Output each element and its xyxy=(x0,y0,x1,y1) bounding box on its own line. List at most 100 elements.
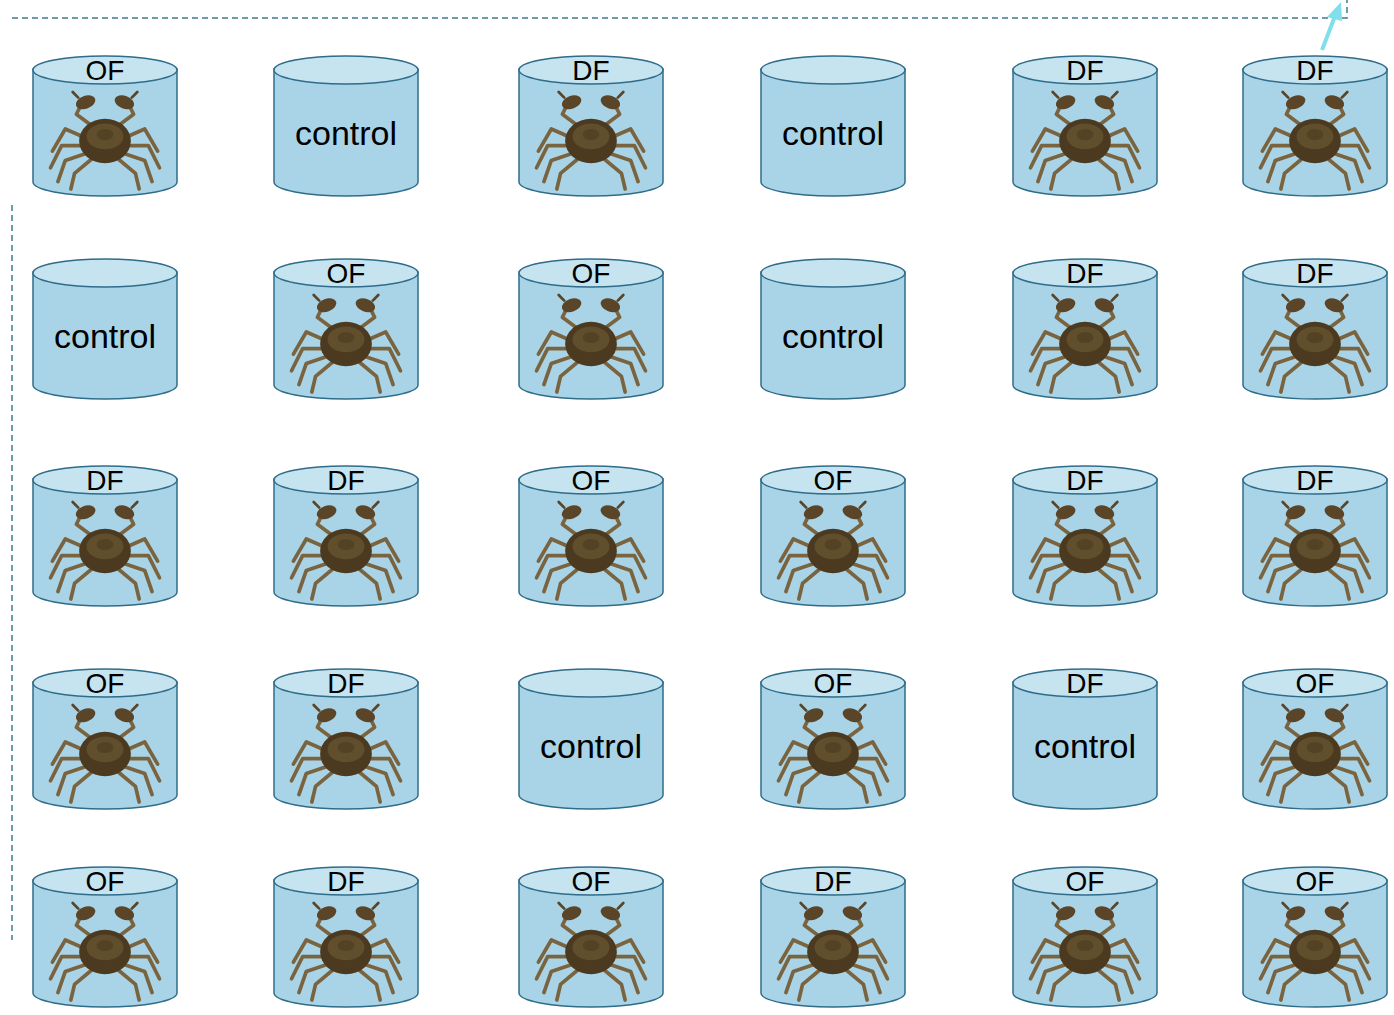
tank-label: DF xyxy=(1242,466,1388,496)
tank-label: OF xyxy=(760,466,906,496)
cylinder-body xyxy=(1013,69,1157,196)
tank-label: DF xyxy=(1012,259,1158,289)
tank-label: OF xyxy=(32,669,178,699)
cylinder-top xyxy=(761,56,905,84)
cylinder-body xyxy=(1013,682,1157,809)
cylinder-tank: OF xyxy=(32,55,178,197)
cylinder-tank: OF xyxy=(32,668,178,810)
tank-label: DF xyxy=(760,867,906,897)
cylinder-tank: control xyxy=(273,55,419,197)
cylinder-top xyxy=(33,259,177,287)
cylinder-tank: OF xyxy=(760,668,906,810)
cylinder-tank: OF xyxy=(273,258,419,400)
cylinder-tank: DF control xyxy=(1012,668,1158,810)
cylinder-body xyxy=(274,272,418,399)
tank-label: DF xyxy=(1242,259,1388,289)
tank-caption: control xyxy=(760,316,906,356)
dashed-frame xyxy=(12,0,1347,940)
pointer-arrow xyxy=(1322,2,1342,50)
cylinder-body xyxy=(1243,69,1387,196)
cylinder-body xyxy=(274,880,418,1007)
cylinder-body xyxy=(1013,479,1157,606)
cylinder-tank: DF xyxy=(518,55,664,197)
tank-label: OF xyxy=(273,259,419,289)
cylinder-tank: control xyxy=(518,668,664,810)
cylinder-body xyxy=(761,272,905,399)
tank-label: DF xyxy=(32,466,178,496)
cylinder-tank: OF xyxy=(518,465,664,607)
cylinder-tank: OF xyxy=(1012,866,1158,1008)
tank-label: DF xyxy=(1012,56,1158,86)
cylinder-tank: control xyxy=(760,55,906,197)
cylinder-tank: OF xyxy=(518,866,664,1008)
cylinder-body xyxy=(1243,880,1387,1007)
cylinder-tank: OF xyxy=(518,258,664,400)
cylinder-body xyxy=(761,682,905,809)
cylinder-tank: DF xyxy=(1242,465,1388,607)
cylinder-tank: control xyxy=(760,258,906,400)
cylinder-body xyxy=(519,479,663,606)
cylinder-body xyxy=(761,479,905,606)
tank-caption: control xyxy=(1012,726,1158,766)
cylinder-body xyxy=(1243,479,1387,606)
cylinder-body xyxy=(274,69,418,196)
cylinder-tank: DF xyxy=(1242,258,1388,400)
cylinder-tank: DF xyxy=(32,465,178,607)
tank-label: DF xyxy=(1242,56,1388,86)
tank-caption: control xyxy=(32,316,178,356)
cylinder-body xyxy=(519,880,663,1007)
cylinder-tank: DF xyxy=(1012,55,1158,197)
tank-label: OF xyxy=(518,466,664,496)
tank-label: OF xyxy=(760,669,906,699)
cylinder-tank: DF xyxy=(760,866,906,1008)
cylinder-tank: DF xyxy=(273,465,419,607)
tank-label: OF xyxy=(518,259,664,289)
cylinder-top xyxy=(519,669,663,697)
cylinder-body xyxy=(519,69,663,196)
cylinder-body xyxy=(1243,682,1387,809)
tank-label: OF xyxy=(32,867,178,897)
crabs xyxy=(51,92,1370,1000)
cylinder-body xyxy=(519,682,663,809)
tank-caption: control xyxy=(518,726,664,766)
cylinder-tank: OF xyxy=(1242,866,1388,1008)
cylinder-top xyxy=(274,56,418,84)
tank-label: DF xyxy=(1012,669,1158,699)
cylinder-tank: DF xyxy=(273,668,419,810)
tank-label: OF xyxy=(32,56,178,86)
cylinder-body xyxy=(1013,880,1157,1007)
cylinder-tank: OF xyxy=(32,866,178,1008)
tank-label: OF xyxy=(1242,669,1388,699)
cylinder-top xyxy=(761,259,905,287)
cylinder-tank: OF xyxy=(1242,668,1388,810)
cylinder-body xyxy=(33,682,177,809)
tank-caption: control xyxy=(273,113,419,153)
tank-label: DF xyxy=(273,466,419,496)
tank-label: DF xyxy=(518,56,664,86)
tank-label: DF xyxy=(273,867,419,897)
cylinder-body xyxy=(33,880,177,1007)
cylinder-body xyxy=(274,682,418,809)
tank-label: DF xyxy=(273,669,419,699)
cylinder-body xyxy=(1243,272,1387,399)
tank-label: DF xyxy=(1012,466,1158,496)
cylinder-tank: DF xyxy=(273,866,419,1008)
cylinder-tank: OF xyxy=(760,465,906,607)
cylinder-body xyxy=(1013,272,1157,399)
cylinder-tank: DF xyxy=(1012,258,1158,400)
cylinder-tank: DF xyxy=(1242,55,1388,197)
cylinder-tank: control xyxy=(32,258,178,400)
cylinder-body xyxy=(33,479,177,606)
cylinder-body xyxy=(761,69,905,196)
cylinder-body xyxy=(274,479,418,606)
cylinder-body xyxy=(33,69,177,196)
cylinder-tank: DF xyxy=(1012,465,1158,607)
tank-label: OF xyxy=(1012,867,1158,897)
cylinder-body xyxy=(519,272,663,399)
tank-label: OF xyxy=(1242,867,1388,897)
tank-caption: control xyxy=(760,113,906,153)
cylinder-body xyxy=(761,880,905,1007)
cylinder-body xyxy=(33,272,177,399)
